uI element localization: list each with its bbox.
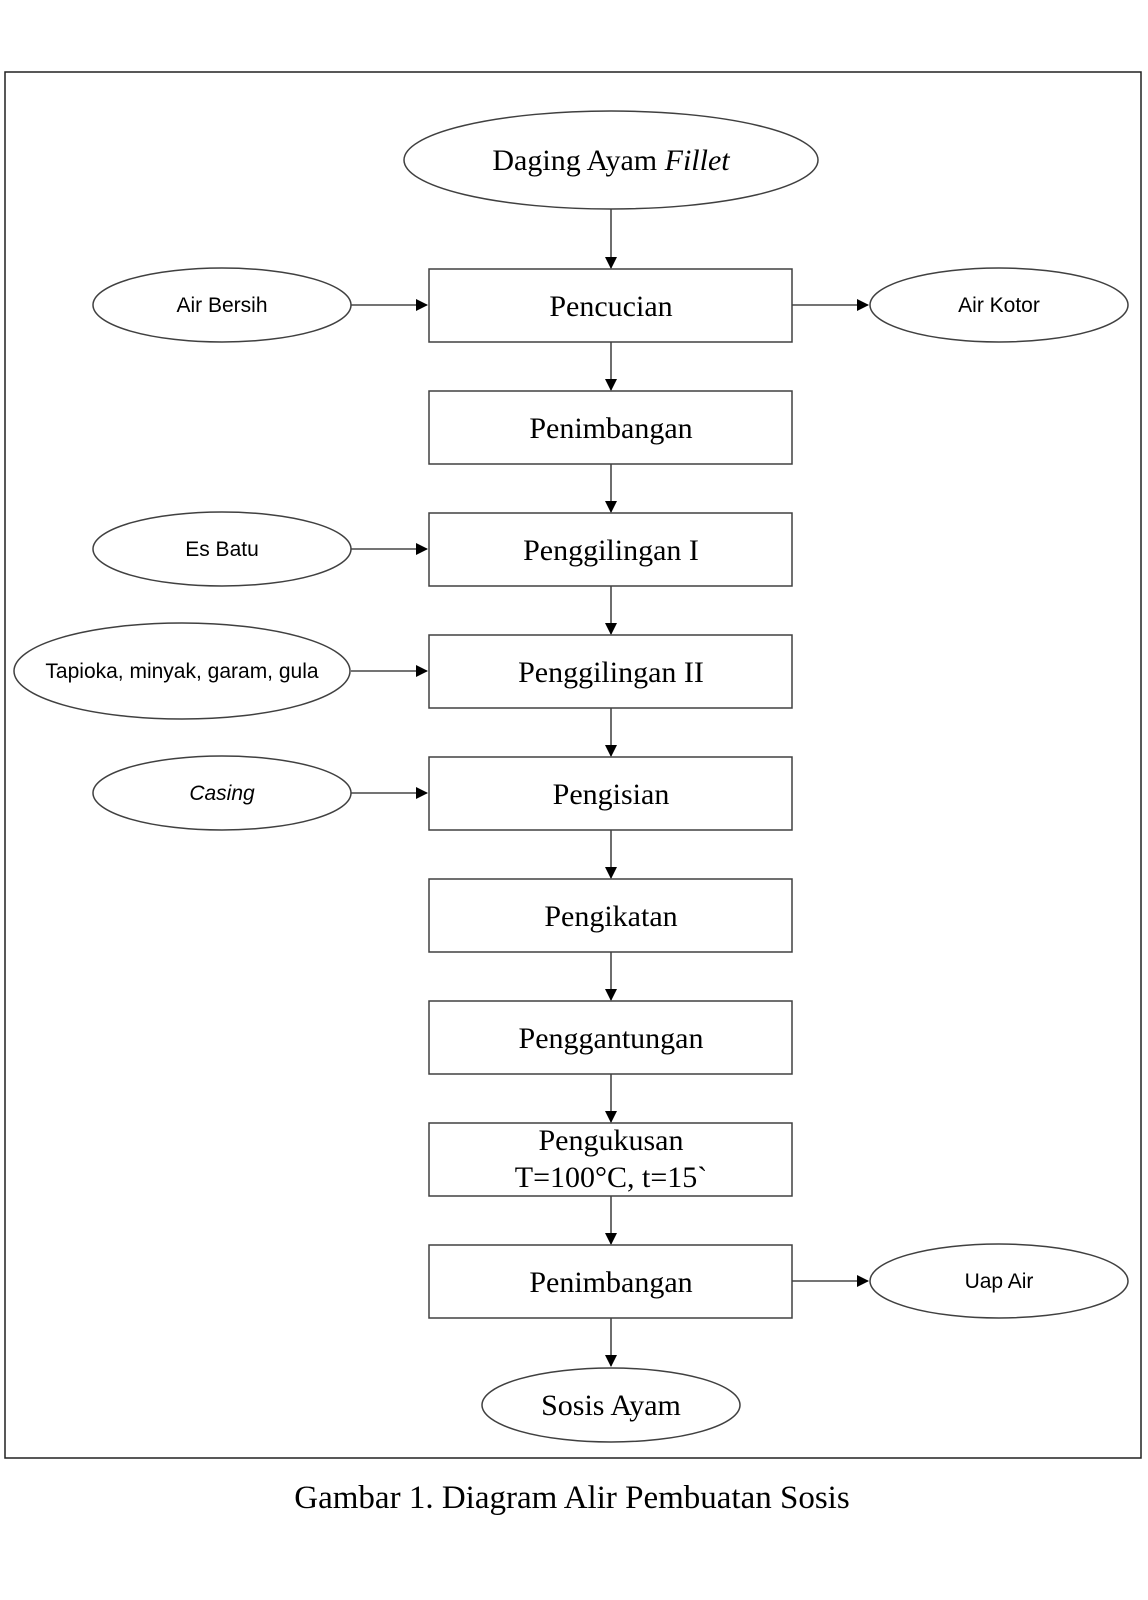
input-air-bersih: Air Bersih (92, 267, 352, 343)
step-label: Pencucian (549, 290, 672, 323)
output-ellipse (869, 1243, 1129, 1319)
step-pengikatan: Pengikatan (428, 878, 793, 953)
step-label: Penimbangan (529, 1266, 692, 1299)
step-penggantungan: Penggantungan (428, 1000, 793, 1075)
output-label: Uap Air (965, 1270, 1034, 1293)
input-label: Es Batu (185, 538, 259, 561)
source-ellipse (403, 110, 819, 210)
input-label: Tapioka, minyak, garam, gula (45, 660, 318, 683)
figure-caption: Gambar 1. Diagram Alir Pembuatan Sosis (294, 1480, 849, 1516)
step-penggilingan-2: Penggilingan II (428, 634, 793, 709)
step-label: Penggilingan I (523, 534, 699, 567)
step-penggilingan-1: Penggilingan I (428, 512, 793, 587)
step-penimbangan-2: Penimbangan (428, 1244, 793, 1319)
source-label: Daging Ayam Fillet (492, 144, 730, 177)
side-flow-arrows (351, 299, 869, 1287)
input-es-batu: Es Batu (92, 511, 352, 587)
step-box (428, 268, 793, 343)
step-pengisian: Pengisian (428, 756, 793, 831)
diagram-frame (4, 71, 1142, 1459)
step-penimbangan-1: Penimbangan (428, 390, 793, 465)
step-label-line-2: T=100°C, t=15` (515, 1161, 708, 1194)
step-box (428, 1000, 793, 1075)
step-label-line-1: Pengukusan (539, 1124, 684, 1157)
step-box (428, 878, 793, 953)
input-label: Air Bersih (176, 294, 267, 317)
step-box (428, 1122, 793, 1197)
input-label: Casing (189, 782, 255, 805)
input-ellipse (92, 755, 352, 831)
source-italic-text: Fillet (664, 144, 731, 177)
output-label: Air Kotor (958, 294, 1040, 317)
step-box (428, 756, 793, 831)
source-main-text: Daging Ayam (492, 144, 657, 177)
step-box (428, 390, 793, 465)
input-bumbu: Tapioka, minyak, garam, gula (13, 622, 351, 720)
step-box (428, 1244, 793, 1319)
step-label: Pengikatan (544, 900, 677, 933)
step-label: Pengisian (553, 778, 670, 811)
step-label: Penggantungan (519, 1022, 704, 1055)
product-ellipse (481, 1367, 741, 1443)
step-box (428, 634, 793, 709)
output-ellipse (869, 267, 1129, 343)
step-label: Penimbangan (529, 412, 692, 445)
output-uap-air: Uap Air (869, 1243, 1129, 1319)
source-node: Daging Ayam Fillet (403, 110, 819, 210)
output-air-kotor: Air Kotor (869, 267, 1129, 343)
product-label: Sosis Ayam (541, 1389, 681, 1422)
input-casing: Casing (92, 755, 352, 831)
step-label: Penggilingan II (518, 656, 704, 689)
input-ellipse (13, 622, 351, 720)
input-ellipse (92, 267, 352, 343)
step-box (428, 512, 793, 587)
product-node: Sosis Ayam (481, 1367, 741, 1443)
input-ellipse (92, 511, 352, 587)
step-pencucian: Pencucian (428, 268, 793, 343)
step-pengukusan: Pengukusan T=100°C, t=15` (428, 1122, 793, 1197)
